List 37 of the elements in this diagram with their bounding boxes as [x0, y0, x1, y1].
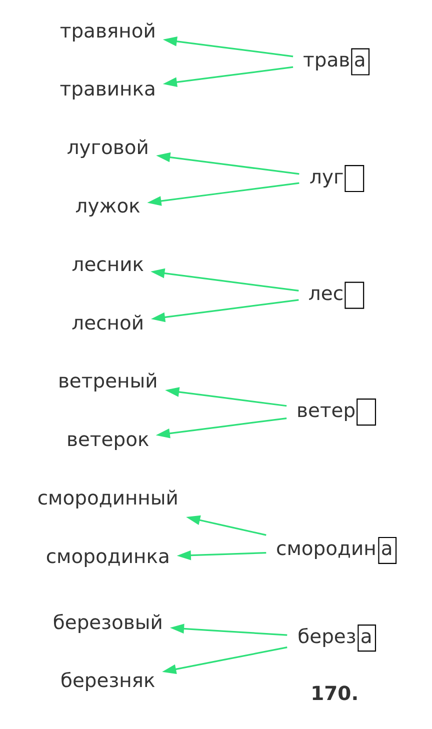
label: 170.	[310, 682, 359, 706]
node-text: травинка	[60, 78, 156, 101]
node-text: ветреный	[58, 370, 158, 393]
arrow	[147, 182, 300, 206]
node-text: смородинный	[37, 486, 178, 510]
arrow	[176, 550, 266, 560]
arrow	[156, 417, 287, 438]
arrow	[162, 646, 288, 674]
node-text: ветерок	[66, 428, 150, 452]
arrow	[151, 299, 299, 322]
node-text: луговой	[66, 136, 149, 160]
node-box	[344, 282, 364, 309]
arrow	[156, 152, 300, 175]
node-box	[344, 165, 364, 192]
node-label: лес	[308, 282, 344, 306]
node-text: лесник	[72, 252, 144, 276]
node-text: лужок	[75, 194, 140, 218]
node-text: смородинка	[46, 544, 170, 568]
node-text: березняк	[60, 669, 156, 692]
node-box: а	[378, 536, 397, 564]
node-text: лесной	[72, 311, 144, 334]
node-box	[356, 398, 376, 426]
arrow	[170, 624, 288, 636]
node-label: смородин	[276, 537, 376, 560]
node-label: луг	[310, 165, 344, 188]
arrow	[165, 387, 287, 407]
arrow	[162, 66, 294, 88]
node-box: а	[358, 624, 376, 652]
node-label: ветер	[296, 398, 356, 422]
arrow	[150, 268, 299, 292]
arrow	[186, 515, 266, 536]
node-text: травяной	[60, 19, 156, 42]
node-box: а	[351, 48, 370, 76]
node-label: берез	[298, 624, 356, 648]
node-text: березовый	[52, 610, 163, 634]
arrow	[162, 36, 294, 58]
node-label: трав	[303, 48, 350, 72]
